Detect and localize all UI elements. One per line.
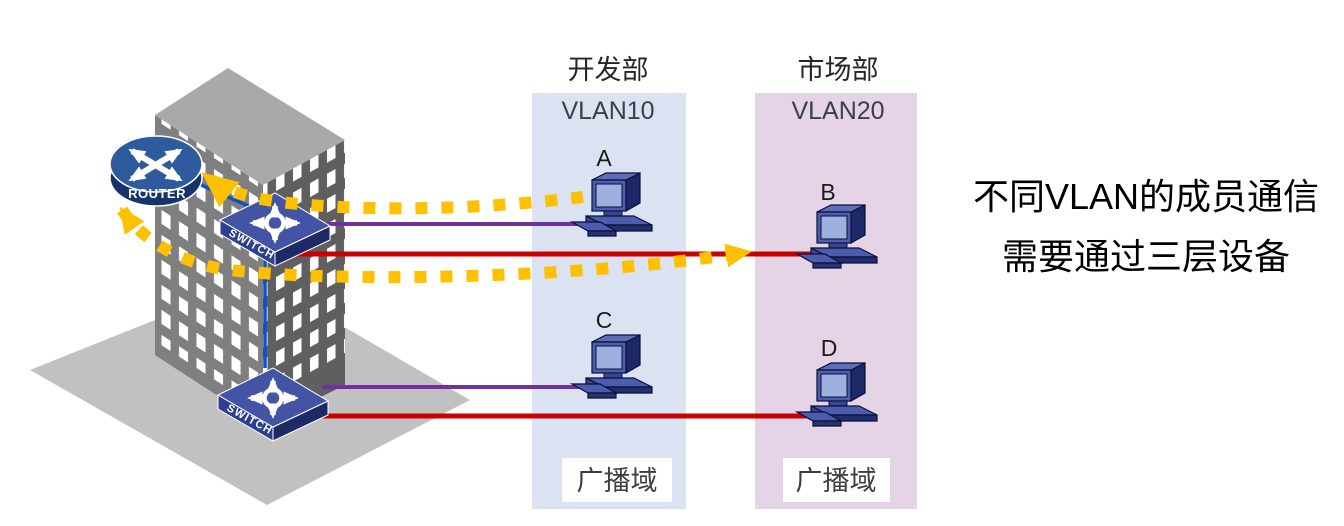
caption-line2: 需要通过三层设备: [1002, 236, 1290, 277]
vlan10-column: [532, 93, 686, 509]
host-a-label: A: [596, 145, 612, 171]
dept-label-vlan10: 开发部: [568, 55, 649, 85]
broadcast-label-vlan20: 广播域: [796, 466, 877, 496]
flow-a-to-router: [201, 171, 584, 215]
broadcast-box-vlan10: [562, 458, 672, 502]
host-b-label: B: [820, 179, 835, 205]
router-label: ROUTER: [128, 186, 186, 201]
host-c-label: C: [596, 307, 613, 333]
vlan20-column: [755, 93, 917, 509]
broadcast-box-vlan20: [783, 458, 890, 502]
caption-line1: 不同VLAN的成员通信: [973, 176, 1319, 217]
vlan20-name: VLAN20: [791, 97, 884, 125]
dept-label-vlan20: 市场部: [798, 55, 879, 85]
building-roof: [155, 68, 345, 185]
vlan10-name: VLAN10: [561, 97, 654, 125]
switch-icon: [247, 377, 299, 419]
router: ROUTER: [109, 135, 203, 207]
router-icon: [128, 148, 183, 182]
host-d-label: D: [821, 335, 838, 361]
broadcast-label-vlan10: 广播域: [577, 466, 658, 496]
switch-lower: SWITCH: [216, 367, 330, 442]
